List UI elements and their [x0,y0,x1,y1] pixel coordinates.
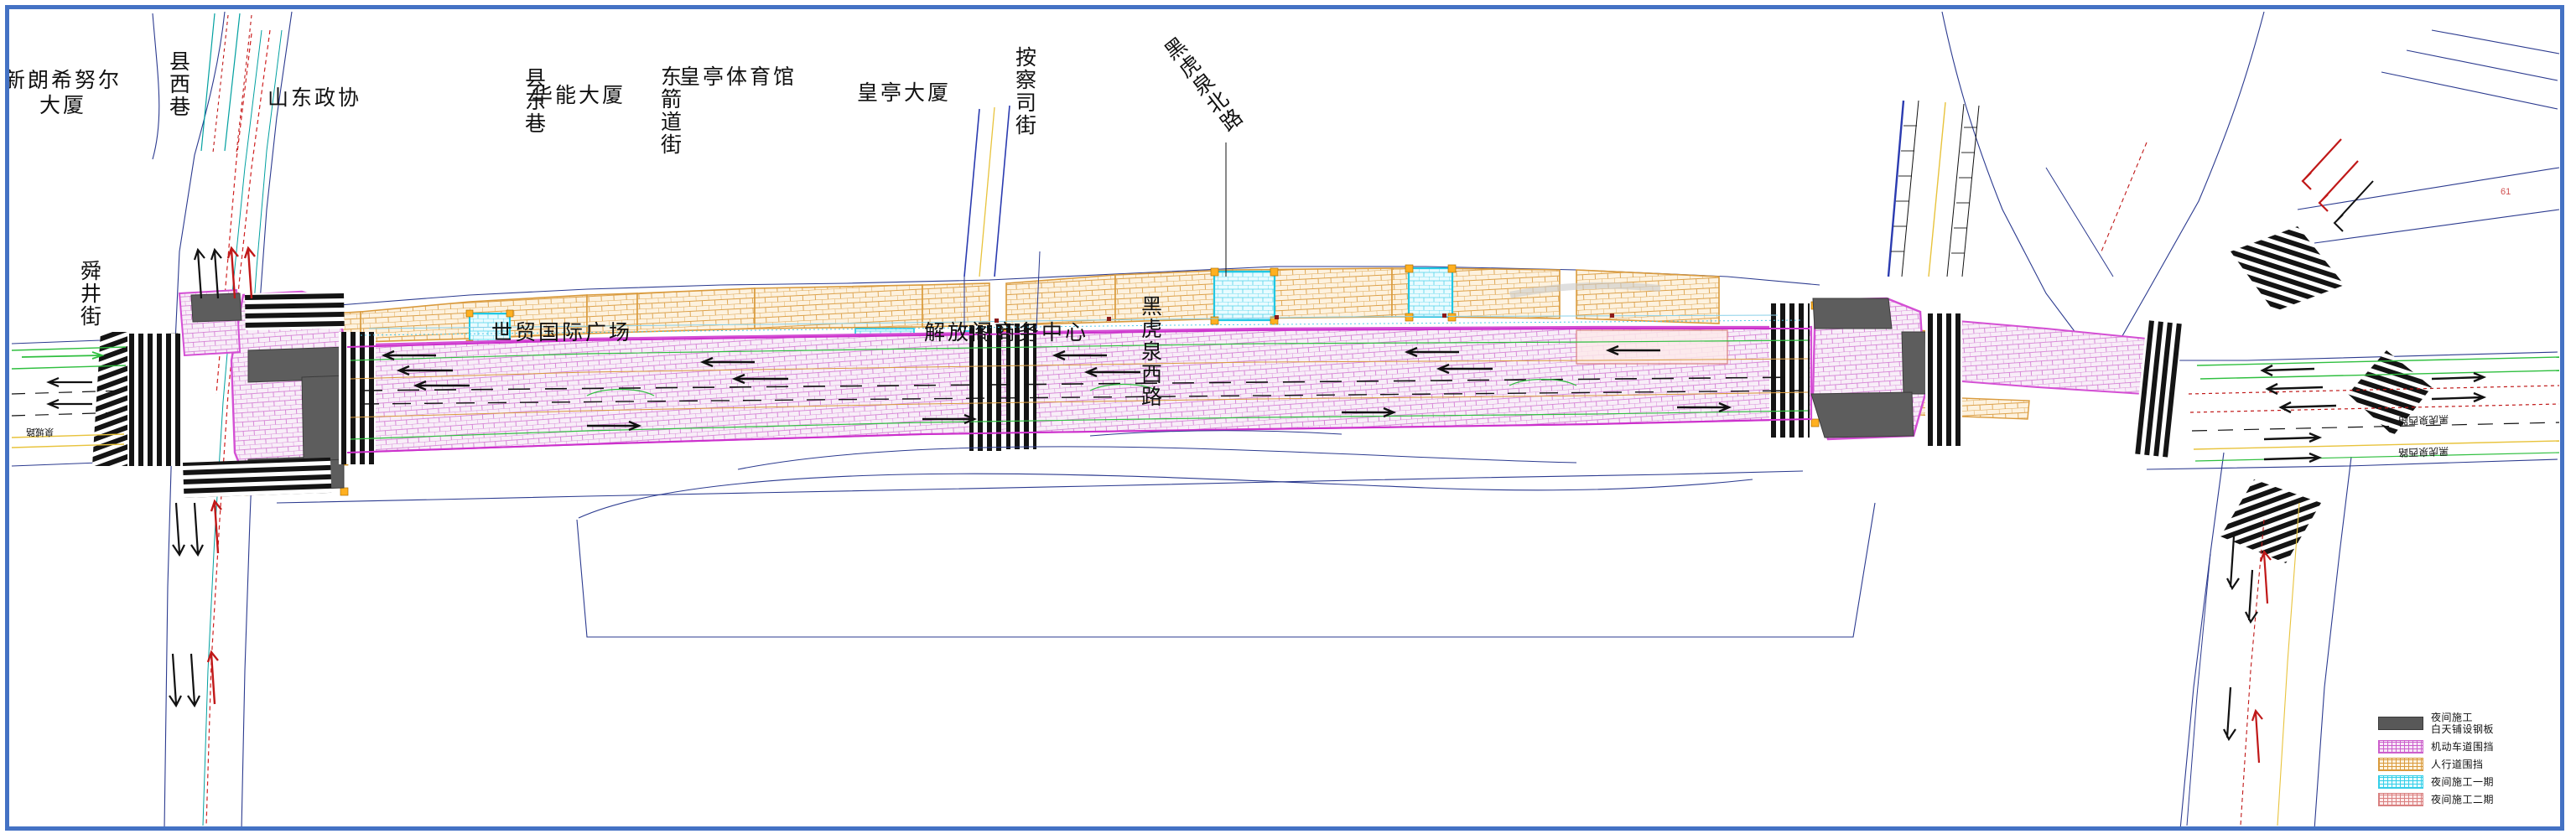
west-approach-lanes: 泉城路 [11,346,127,448]
street-label-ancha-si-jie: 按察司街 [1012,46,1036,137]
street-label-heihuquan-xi-lu: 黑虎泉西路 [1138,295,1161,408]
heihuquan-bei-markings [2045,138,2374,277]
legend-label-night-steel-plate: 夜间施工 白天铺设钢板 [2431,711,2495,736]
corridor-inner-hatch [344,382,1810,453]
night-phase-2-zones [1576,329,1728,365]
zebra-crossings [92,226,2432,563]
left-street-arrows [193,246,256,299]
svg-text:泉城路: 泉城路 [26,427,54,438]
drawing-note-61: 61 [2501,187,2511,197]
drawing-frame-border [5,5,2564,831]
building-label-huangting-tiyuguan: 皇亭体育馆 [678,66,797,89]
svg-text:黑虎泉西路: 黑虎泉西路 [2398,445,2449,459]
legend-item-night-steel-plate: 夜间施工 白天铺设钢板 [2378,712,2554,736]
right-street-markings [2186,502,2300,826]
legend-label-vehicle-lane-barrier: 机动车道围挡 [2431,740,2495,753]
median-islands [586,378,1577,396]
legend-label-night-phase-1: 夜间施工一期 [2431,775,2495,788]
legend: 夜间施工 白天铺设钢板 机动车道围挡 人行道围挡 夜间施工一期 夜间施工二期 [2378,712,2554,811]
legend-item-night-phase-2: 夜间施工二期 [2378,793,2554,806]
street-label-dongjiandao-jie: 东箭道街 [657,65,681,156]
building-label-huangting-dasha: 皇亭大厦 [856,82,952,105]
building-label-jiefangge-shangwu: 解放阁商务中心 [923,322,1089,344]
legend-item-night-phase-1: 夜间施工一期 [2378,775,2554,789]
legend-label-sidewalk-barrier: 人行道围挡 [2431,758,2484,770]
legend-swatch-night-phase-2 [2378,793,2423,806]
legend-swatch-night-phase-1 [2378,775,2423,789]
street-label-xianxi-xiang: 县西巷 [166,50,190,118]
building-label-xinlangxinuer: 新朗希努尔大厦 [3,70,122,117]
xianxi-xiang-street [200,13,252,153]
building-label-huaneng-dasha: 华能大厦 [531,85,626,107]
lane-markings [346,313,1810,453]
legend-swatch-night-steel-plate [2378,717,2423,731]
street-label-xiandong-xiang: 县东巷 [522,67,545,135]
legend-swatch-vehicle-lane-barrier [2378,740,2423,754]
legend-swatch-sidewalk-barrier [2378,758,2423,771]
svg-text:黑虎泉西路: 黑虎泉西路 [2398,413,2449,427]
xiandong-xiang-street [963,105,1041,329]
legend-item-sidewalk-barrier: 人行道围挡 [2378,758,2554,771]
direction-arrows [381,344,1732,432]
east-approach-lanes: 黑虎泉西路 黑虎泉西路 [2188,356,2560,464]
ancha-si-jie-street [1887,100,1980,277]
building-label-shimao-guangchang: 世贸国际广场 [491,322,633,344]
plaza-path [1509,282,1660,298]
left-street-arrows-south [169,499,222,708]
curb-lines [11,11,2560,831]
south-plaza-outline [737,430,1577,470]
legend-item-vehicle-lane-barrier: 机动车道围挡 [2378,740,2554,754]
street-label-shunjing-jie: 舜井街 [77,260,101,328]
building-label-shandong-zhengxie: 山东政协 [267,87,362,110]
legend-label-night-phase-2: 夜间施工二期 [2431,793,2495,805]
